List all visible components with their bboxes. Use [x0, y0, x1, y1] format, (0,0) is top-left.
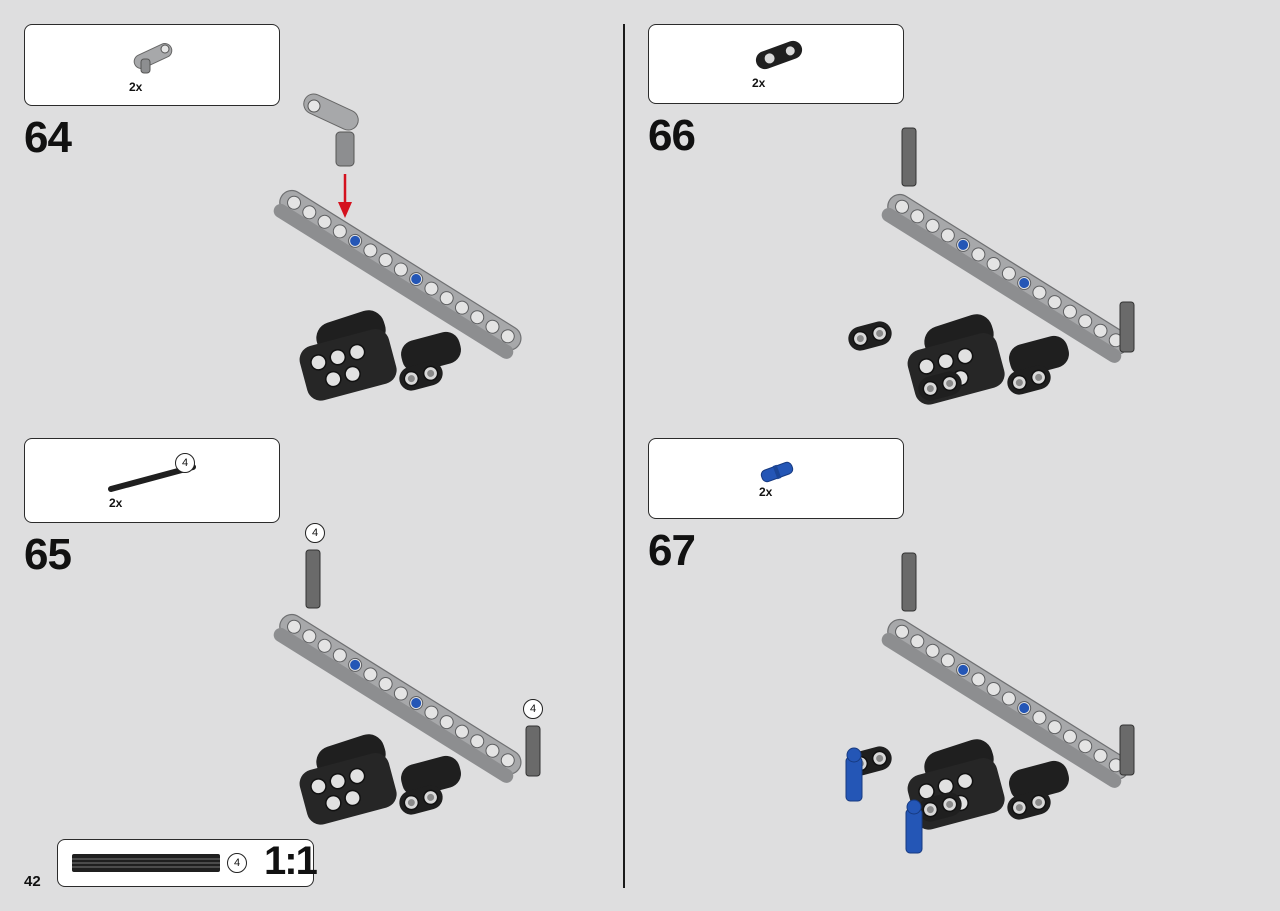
axle-length-label: 4	[523, 699, 543, 719]
parts-callout-step-65: 4 2x	[24, 438, 280, 523]
grey-axle-connector-part	[303, 93, 359, 167]
callout-quantity: 2x	[759, 485, 773, 499]
black-double-pin-connector-icon	[755, 40, 803, 70]
page-divider	[623, 24, 625, 888]
step-67-assembly	[844, 552, 1135, 854]
page-number: 42	[24, 873, 41, 890]
parts-callout-step-67: 2x	[648, 438, 904, 519]
grey-axle-connector-icon	[133, 43, 173, 74]
callout-quantity: 2x	[129, 80, 143, 94]
step-number-67: 67	[648, 526, 696, 575]
blue-pin-icon	[760, 461, 794, 483]
callout-quantity: 2x	[752, 76, 766, 90]
step-number-65: 65	[24, 530, 72, 579]
length-indicator: 4	[175, 453, 195, 473]
blue-pin-part	[905, 799, 923, 854]
parts-callout-step-66: 2x	[648, 24, 904, 104]
step-number-64: 64	[24, 113, 72, 162]
step-66-assembly	[844, 127, 1135, 420]
step-65-assembly	[286, 549, 541, 830]
ruler-length-indicator: 4	[227, 853, 247, 873]
ruler-axle-icon	[72, 854, 220, 872]
blue-pin-part	[845, 747, 863, 802]
parts-callout-step-64: 2x	[24, 24, 280, 106]
step-number-66: 66	[648, 111, 696, 160]
callout-quantity: 2x	[109, 496, 123, 510]
step-64-assembly	[286, 93, 556, 406]
scale-ratio: 1:1	[264, 839, 318, 883]
axle-length-label: 4	[305, 523, 325, 543]
